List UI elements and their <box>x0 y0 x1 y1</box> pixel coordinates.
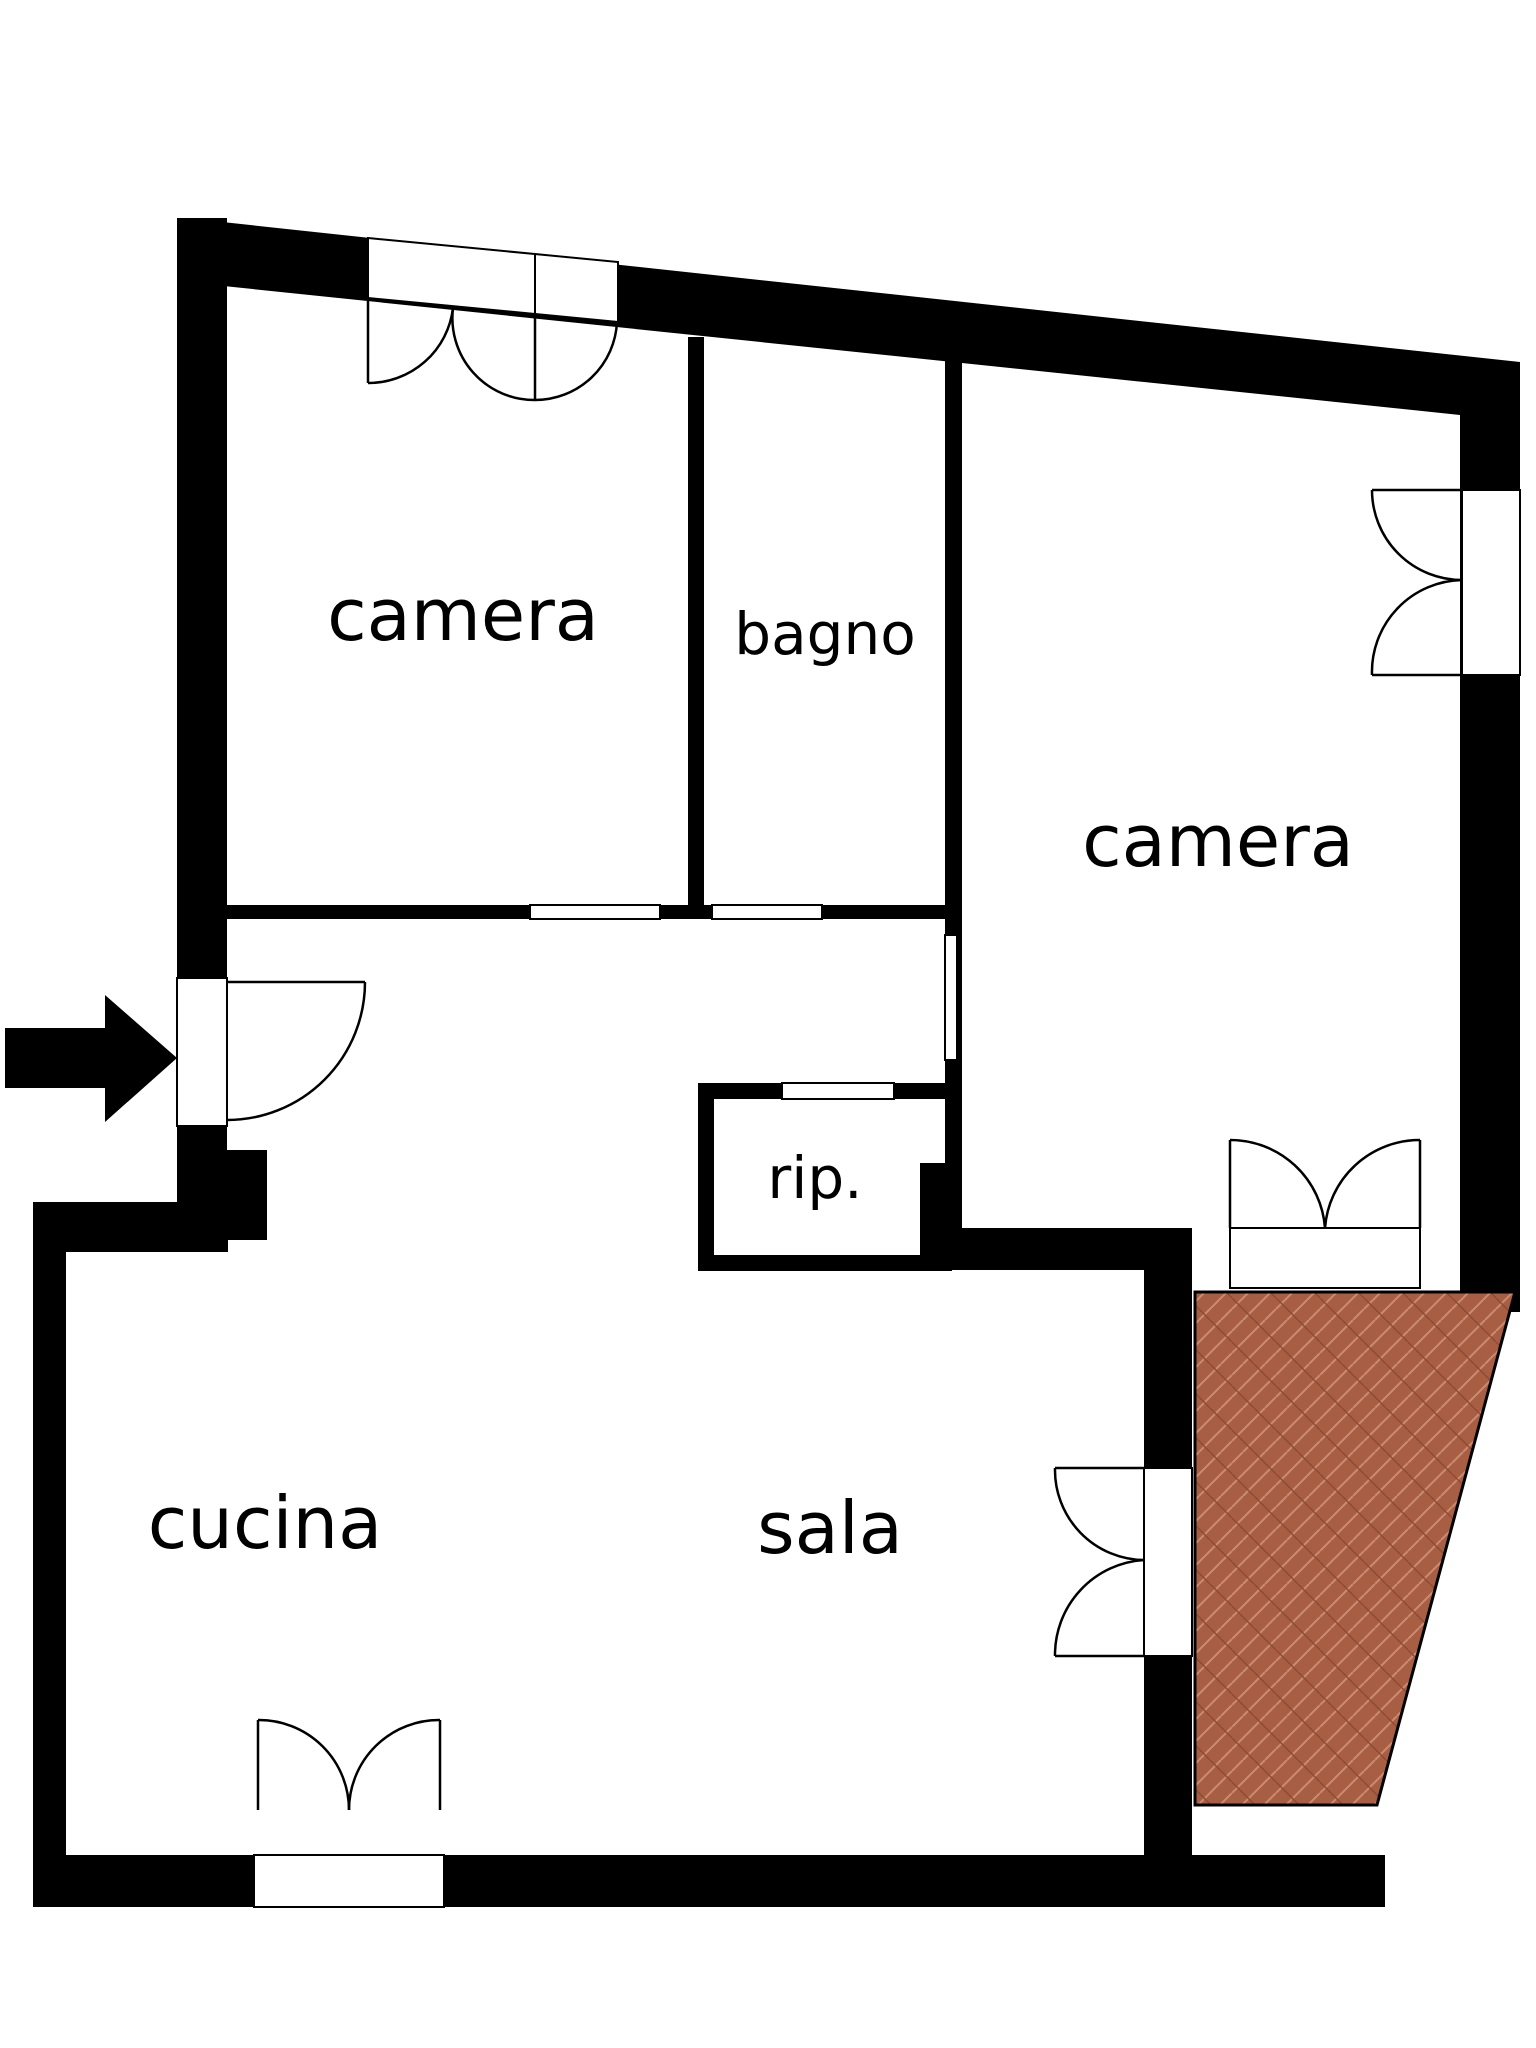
room-label-sala: sala <box>757 1486 903 1570</box>
inner-walls <box>227 337 1192 1271</box>
room-label-rip: rip. <box>767 1144 862 1212</box>
room-label-camera-right: camera <box>1082 799 1354 883</box>
terrace <box>1193 1290 1517 1807</box>
entrance-arrow-icon <box>5 995 177 1122</box>
door-swings <box>226 298 1463 1811</box>
room-label-cucina: cucina <box>148 1481 383 1565</box>
windows <box>176 236 1521 1908</box>
room-label-camera-top-left: camera <box>327 573 599 657</box>
room-label-bagno: bagno <box>734 600 915 668</box>
